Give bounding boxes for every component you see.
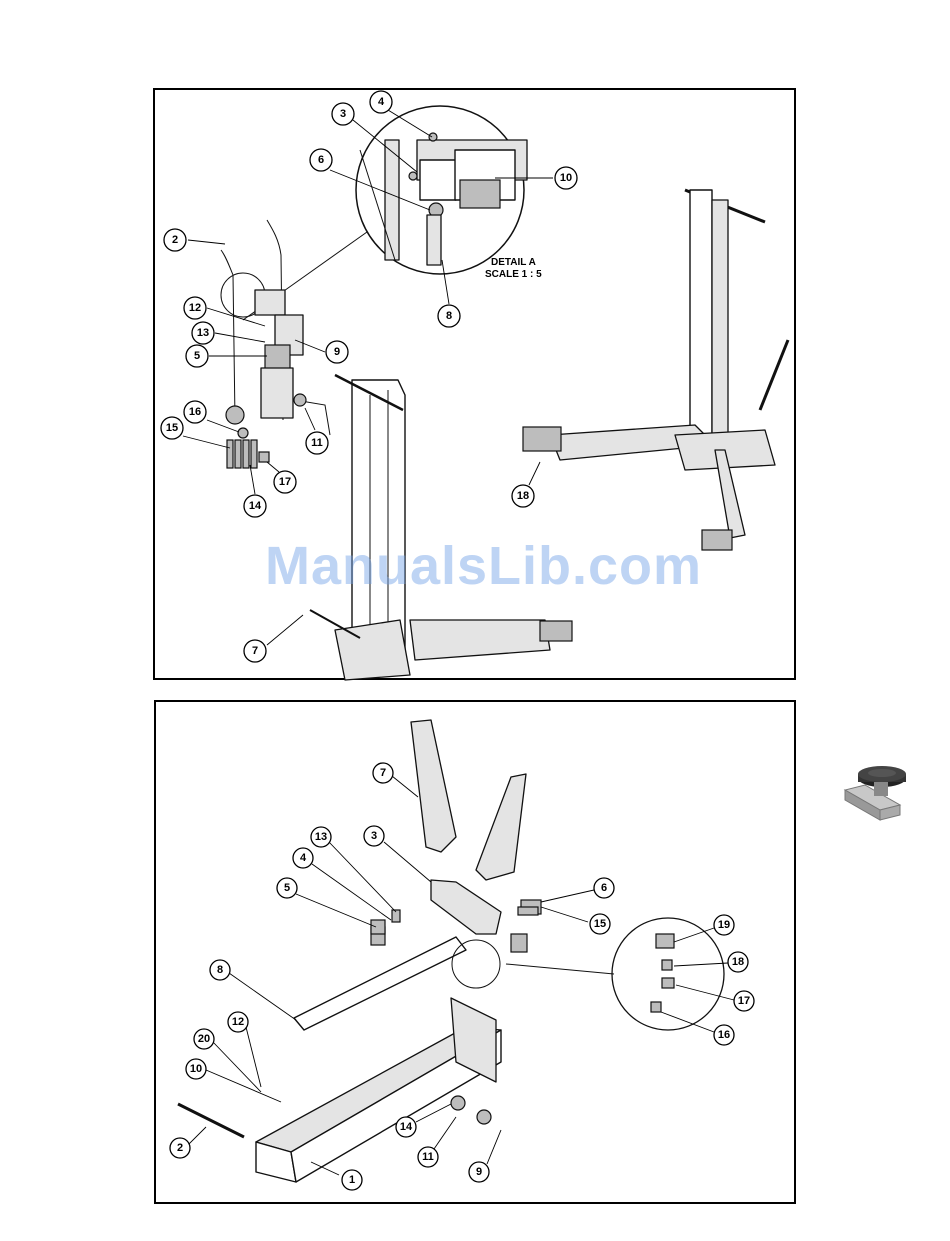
rubber-pad-thumbnail [840,760,910,822]
svg-text:5: 5 [194,350,200,362]
svg-text:16: 16 [718,1029,730,1041]
svg-text:2: 2 [177,1142,183,1154]
svg-text:3: 3 [340,108,346,120]
callout-bottom-8: 8 [210,960,296,1020]
svg-text:9: 9 [334,346,340,358]
callout-bottom-15: 15 [541,907,610,934]
rail-base [256,998,501,1182]
svg-text:20: 20 [198,1033,210,1045]
callout-bottom-12: 12 [228,1012,261,1087]
svg-text:18: 18 [732,956,744,968]
svg-text:4: 4 [378,96,385,108]
svg-text:7: 7 [380,767,386,779]
svg-text:19: 19 [718,919,730,931]
detail-label-line1: DETAIL A [491,257,536,268]
callout-top-14: 14 [244,465,266,517]
svg-text:6: 6 [318,154,324,166]
power-unit-cart [221,220,330,435]
svg-text:16: 16 [189,406,201,418]
detail-label-line2: SCALE 1 : 5 [485,269,542,280]
svg-text:7: 7 [252,645,258,657]
callout-bottom-7: 7 [373,763,418,797]
svg-text:17: 17 [279,476,291,488]
fittings-set [227,428,269,468]
svg-text:3: 3 [371,830,377,842]
callout-top-17: 17 [267,462,296,493]
svg-text:17: 17 [738,995,750,1007]
svg-text:12: 12 [189,302,201,314]
lift-arms [411,720,526,880]
callout-bottom-11: 11 [418,1117,456,1167]
callout-top-7: 7 [244,615,303,662]
center-column [310,375,572,680]
svg-text:6: 6 [601,882,607,894]
svg-text:5: 5 [284,882,290,894]
callout-top-18: 18 [512,462,540,507]
svg-text:9: 9 [476,1166,482,1178]
svg-text:2: 2 [172,234,178,246]
callout-top-5: 5 [186,345,267,367]
detail-fittings-circle [452,918,724,1030]
svg-text:15: 15 [594,918,606,930]
callout-bottom-20: 20 [194,1029,261,1092]
svg-text:15: 15 [166,422,178,434]
callout-bottom-6: 6 [541,878,614,902]
svg-text:10: 10 [190,1063,202,1075]
svg-text:11: 11 [311,437,323,449]
svg-text:14: 14 [400,1121,413,1133]
svg-text:4: 4 [300,852,307,864]
svg-text:1: 1 [349,1174,355,1186]
callout-bottom-9: 9 [469,1130,501,1182]
callout-top-13: 13 [192,322,265,344]
svg-text:10: 10 [560,172,572,184]
callout-top-11: 11 [305,408,328,454]
svg-text:11: 11 [422,1151,434,1163]
callout-top-12: 12 [184,297,265,326]
callout-bottom-2: 2 [170,1127,206,1158]
watermark: ManualsLib.com [265,535,702,597]
svg-text:8: 8 [446,310,452,322]
bottom-exploded-view: 1 2 3 4 5 6 7 8 9 10 11 12 13 14 15 16 1… [156,702,798,1206]
detail-a-circle [243,106,527,320]
svg-text:14: 14 [249,500,262,512]
assembled-lift [523,190,788,550]
callout-bottom-5: 5 [277,878,376,927]
svg-text:8: 8 [217,964,223,976]
callout-bottom-3: 3 [364,826,431,882]
callout-bottom-10: 10 [186,1059,281,1102]
callout-top-2: 2 [164,229,225,251]
callout-bottom-4: 4 [293,848,391,920]
svg-text:12: 12 [232,1016,244,1028]
svg-text:13: 13 [315,831,327,843]
svg-text:13: 13 [197,327,209,339]
svg-text:18: 18 [517,490,529,502]
bottom-diagram-panel: 1 2 3 4 5 6 7 8 9 10 11 12 13 14 15 16 1… [154,700,796,1204]
shaft [294,937,466,1030]
